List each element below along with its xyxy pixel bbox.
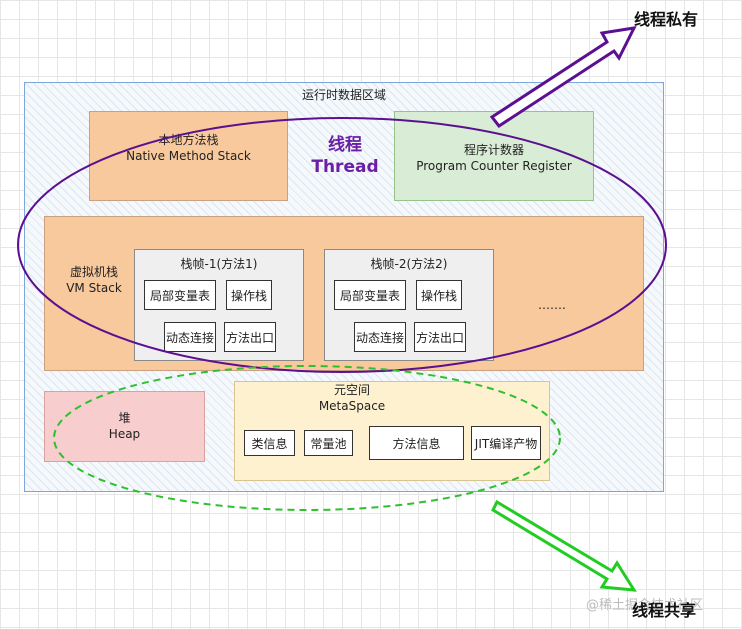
thread-label: 线程 Thread bbox=[300, 134, 390, 178]
more-frames-ellipsis: ……. bbox=[538, 298, 566, 312]
frame-2-local-variables: 局部变量表 bbox=[334, 280, 406, 310]
private-arrow bbox=[489, 26, 637, 129]
vm-stack-zh: 虚拟机栈 bbox=[69, 265, 118, 279]
metaspace-label: 元空间 MetaSpace bbox=[234, 382, 470, 414]
heap-zh: 堆 bbox=[118, 411, 131, 425]
native-method-stack-box: 本地方法栈 Native Method Stack bbox=[89, 111, 288, 201]
frame-1-return-address: 方法出口 bbox=[224, 322, 276, 352]
runtime-data-area-title: 运行时数据区域 bbox=[301, 88, 386, 102]
frame-1-local-variables: 局部变量表 bbox=[144, 280, 216, 310]
vm-stack-label: 虚拟机栈 VM Stack bbox=[54, 264, 134, 296]
frame-2-dynamic-linking: 动态连接 bbox=[354, 322, 406, 352]
program-counter-en: Program Counter Register bbox=[416, 159, 572, 173]
thread-private-label: 线程私有 bbox=[634, 10, 699, 29]
jit-compiled-box: JIT编译产物 bbox=[471, 426, 541, 460]
native-method-stack-en: Native Method Stack bbox=[126, 149, 251, 163]
thread-private-ellipse bbox=[17, 117, 667, 373]
method-info-box: 方法信息 bbox=[369, 426, 464, 460]
program-counter-box: 程序计数器 Program Counter Register bbox=[394, 111, 594, 201]
metaspace-zh: 元空间 bbox=[333, 383, 370, 397]
watermark: @稀土掘金技术社区 bbox=[586, 598, 704, 613]
thread-shared-ellipse bbox=[53, 365, 561, 511]
metaspace-en: MetaSpace bbox=[318, 399, 386, 413]
vm-stack-en: VM Stack bbox=[66, 281, 122, 295]
stack-frame-2-title: 栈帧-2(方法2) bbox=[370, 257, 448, 271]
constant-pool-box: 常量池 bbox=[304, 430, 353, 456]
class-info-box: 类信息 bbox=[244, 430, 295, 456]
frame-2-operand-stack: 操作栈 bbox=[416, 280, 462, 310]
thread-shared-label: 线程共享 bbox=[632, 601, 697, 620]
frame-1-dynamic-linking: 动态连接 bbox=[164, 322, 216, 352]
stack-frame-1-title: 栈帧-1(方法1) bbox=[180, 257, 258, 271]
program-counter-zh: 程序计数器 bbox=[463, 143, 524, 157]
heap-box: 堆 Heap bbox=[44, 391, 205, 462]
heap-en: Heap bbox=[108, 427, 141, 441]
frame-1-operand-stack: 操作栈 bbox=[226, 280, 272, 310]
thread-label-zh: 线程 bbox=[328, 135, 362, 155]
thread-label-en: Thread bbox=[311, 157, 379, 177]
shared-arrow bbox=[491, 499, 637, 592]
frame-2-return-address: 方法出口 bbox=[414, 322, 466, 352]
